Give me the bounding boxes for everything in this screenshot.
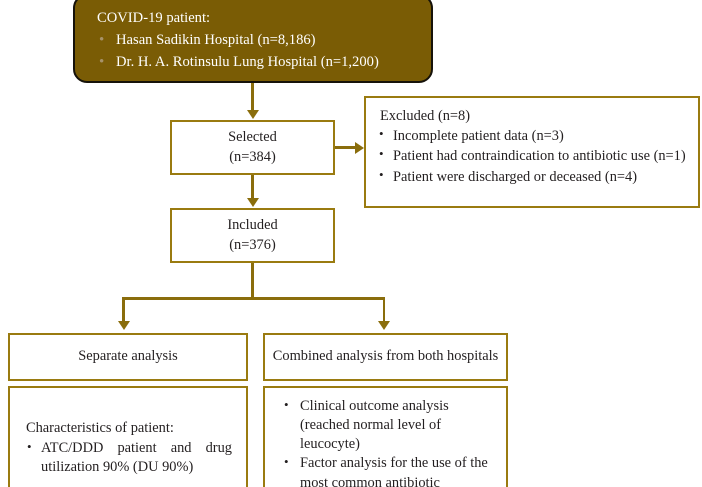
connector-branch-right [382,297,385,323]
arrowhead-down-to-included [246,198,259,207]
combined-analysis-list: • Clinical outcome analysis (reached norm… [281,397,496,487]
included-box: Included (n=376) [170,208,335,263]
selected-box: Selected (n=384) [170,120,335,175]
connector-selected-to-included [251,175,254,200]
covid19-patient-list: • Hasan Sadikin Hospital (n=8,186) • Dr. H… [97,30,417,73]
included-count: (n=376) [229,236,276,253]
excluded-header: Excluded (n=8) [380,108,471,124]
bullet-icon: • [379,126,384,142]
list-item: • Hasan Sadikin Hospital (n=8,186) [97,30,417,51]
arrowhead-down-to-selected [246,110,259,119]
list-item-label: Patient had contraindication to antibiot… [393,148,686,165]
list-item-label: Patient were discharged or deceased (n=4… [393,168,637,185]
bullet-icon: • [99,54,105,71]
list-item: • Dr. H. A. Rotinsulu Lung Hospital (n=1,… [97,52,417,73]
list-item-label: ATC/DDD patient and drug utilization 90%… [41,440,232,476]
bullet-icon: • [27,439,32,455]
list-item: • ATC/DDD patient and drug utilization 90… [26,439,232,477]
list-item-label: Hasan Sadikin Hospital (n=8,186) [116,32,316,49]
list-item-label: Dr. H. A. Rotinsulu Lung Hospital (n=1,2… [116,54,379,71]
bullet-icon: • [379,166,384,182]
list-item: • Factor analysis for the use of the most… [281,454,496,487]
combined-analysis-detail-box: • Clinical outcome analysis (reached norm… [263,386,508,487]
bullet-icon: • [379,146,384,162]
arrowhead-down-to-combined [378,321,390,330]
separate-analysis-detail-box: Characteristics of patient: • ATC/DDD pat… [8,386,248,487]
selected-box-text: Selected (n=384) [228,128,277,166]
included-box-text: Included (n=376) [227,216,277,254]
list-item: • Incomplete patient data (n=3) [378,126,686,146]
covid19-patient-header: COVID-19 patient: [97,10,211,26]
bullet-icon: • [99,32,105,49]
list-item: • Patient were discharged or deceased (n=… [378,166,686,187]
separate-analysis-label: Separate analysis [78,348,178,365]
list-item-label: Incomplete patient data (n=3) [393,128,564,145]
selected-label: Selected [228,129,277,146]
connector-split-bar [122,297,385,300]
excluded-box: Excluded (n=8) • Incomplete patient data … [364,96,700,208]
characteristics-header: Characteristics of patient: [26,420,174,436]
list-item: • Clinical outcome analysis (reached norm… [281,397,496,454]
arrowhead-down-to-separate [117,321,130,330]
list-item-label: Clinical outcome analysis (reached norma… [300,398,449,453]
included-label: Included [227,217,278,234]
separate-analysis-box: Separate analysis [8,333,248,381]
combined-analysis-label: Combined analysis from both hospitals [272,348,499,365]
bullet-icon: • [284,454,289,470]
connector-selected-to-excluded [335,146,357,149]
list-item: • Patient had contraindication to antibio… [378,146,686,166]
covid19-patient-box: COVID-19 patient: • Hasan Sadikin Hospita… [73,0,433,83]
bullet-icon: • [284,397,289,412]
excluded-list: • Incomplete patient data (n=3) • Patient … [378,126,686,187]
connector-branch-left [122,297,125,323]
arrowhead-right-to-excluded [355,141,364,154]
characteristics-list: • ATC/DDD patient and drug utilization 90… [26,439,232,477]
combined-analysis-box: Combined analysis from both hospitals [263,333,508,381]
connector-included-stem [251,263,254,299]
selected-count: (n=384) [229,148,276,165]
list-item-label: Factor analysis for the use of the most … [300,455,488,487]
connector-top-to-selected [251,83,254,112]
